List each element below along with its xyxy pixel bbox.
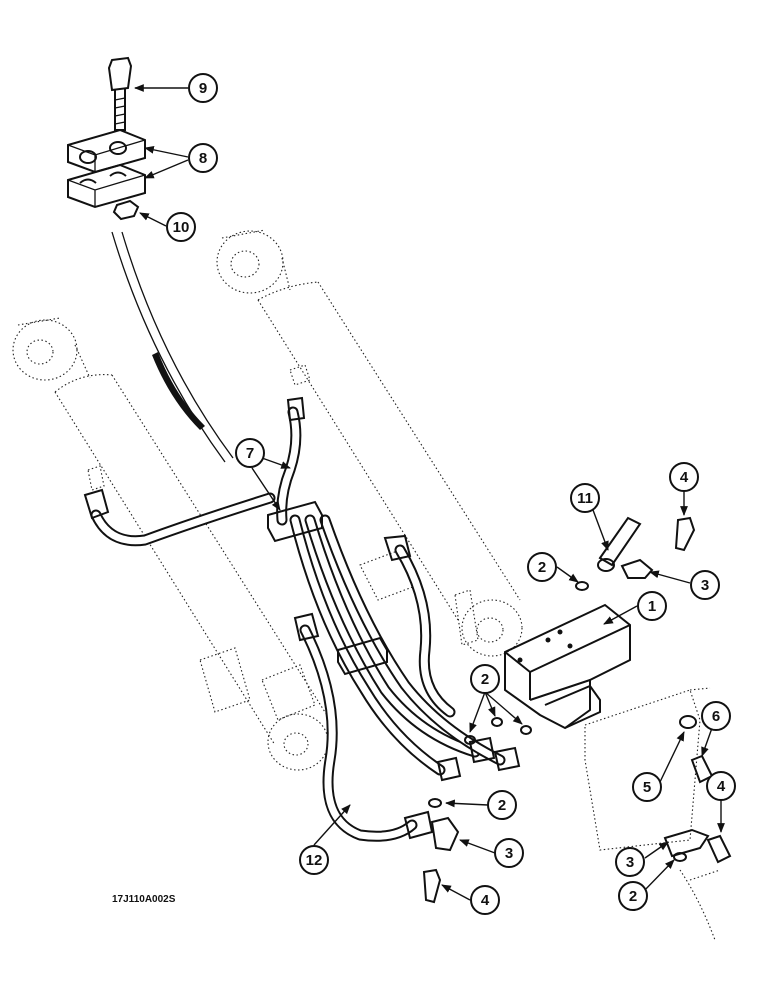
callout-8: 8 xyxy=(188,143,218,173)
svg-text:4: 4 xyxy=(481,892,490,909)
callout-10: 10 xyxy=(166,212,196,242)
svg-text:3: 3 xyxy=(626,854,634,871)
svg-text:4: 4 xyxy=(680,469,689,486)
valve-block xyxy=(504,603,631,730)
steel-line xyxy=(111,231,234,463)
callout-4-bottom: 4 xyxy=(470,885,500,915)
callout-11: 11 xyxy=(570,483,600,513)
svg-text:2: 2 xyxy=(538,559,546,576)
callout-12: 12 xyxy=(299,845,329,875)
callout-4-right: 4 xyxy=(706,771,736,801)
callout-4-top: 4 xyxy=(669,462,699,492)
callout-3-right: 3 xyxy=(615,847,645,877)
svg-text:2: 2 xyxy=(481,671,489,688)
svg-text:12: 12 xyxy=(306,852,323,869)
callout-7: 7 xyxy=(235,438,265,468)
svg-text:11: 11 xyxy=(577,490,593,507)
callout-5: 5 xyxy=(632,772,662,802)
svg-text:4: 4 xyxy=(717,778,726,795)
hose-assembly xyxy=(83,396,521,842)
svg-text:2: 2 xyxy=(498,797,506,814)
svg-text:6: 6 xyxy=(712,708,720,725)
leader-lines xyxy=(134,84,725,901)
clamp-assembly xyxy=(67,56,146,221)
callout-2-group: 2 xyxy=(470,664,500,694)
svg-text:5: 5 xyxy=(643,779,651,796)
svg-text:2: 2 xyxy=(629,888,637,905)
callout-2-top: 2 xyxy=(527,552,557,582)
small-hardware xyxy=(422,516,732,904)
svg-text:3: 3 xyxy=(701,577,709,594)
callout-2-mid: 2 xyxy=(487,790,517,820)
svg-text:1: 1 xyxy=(648,598,656,615)
svg-text:8: 8 xyxy=(199,150,207,167)
mounting-plate xyxy=(584,687,721,941)
svg-text:10: 10 xyxy=(173,219,190,236)
callout-2-bottom: 2 xyxy=(618,881,648,911)
svg-text:9: 9 xyxy=(199,80,207,97)
svg-text:7: 7 xyxy=(246,445,254,462)
drawing-reference-code: 17J110A002S xyxy=(112,894,176,905)
svg-text:3: 3 xyxy=(505,845,513,862)
right-cylinder xyxy=(216,229,523,657)
callout-9: 9 xyxy=(188,73,218,103)
callout-6: 6 xyxy=(701,701,731,731)
callout-3-mid: 3 xyxy=(494,838,524,868)
callout-3-top: 3 xyxy=(690,570,720,600)
callout-1: 1 xyxy=(637,591,667,621)
